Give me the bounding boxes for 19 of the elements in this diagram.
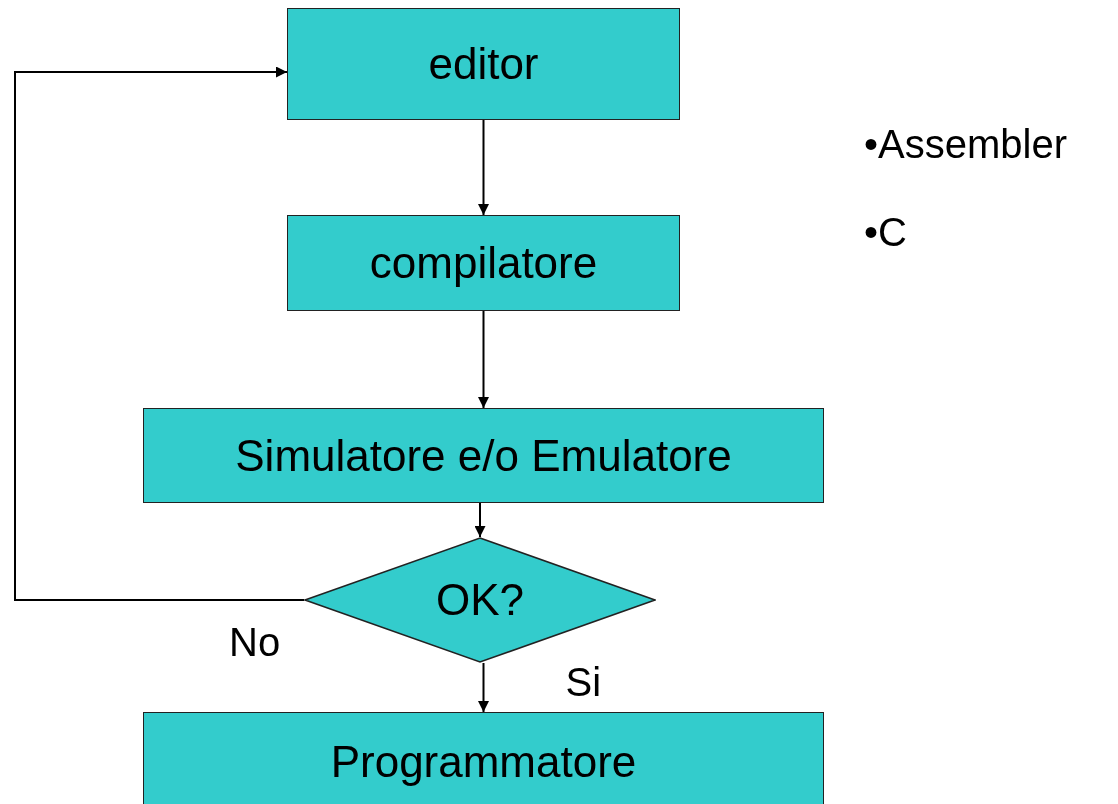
arrow — [474, 502, 486, 538]
arrow — [14, 66, 305, 601]
process-box — [287, 215, 680, 311]
box-label: Simulatore e/o Emulatore — [235, 430, 732, 481]
bullet-item: •Assembler — [864, 122, 1067, 167]
box-label: OK? — [435, 575, 524, 625]
bullet-item: •C — [864, 210, 907, 255]
edge-label: No — [229, 620, 281, 665]
process-box — [287, 8, 680, 120]
decision-diamond — [304, 537, 656, 663]
box-label: compilatore — [369, 238, 598, 288]
box-label: Programmatore — [330, 737, 637, 787]
process-box — [143, 712, 824, 804]
process-box — [143, 408, 824, 503]
arrow — [478, 119, 489, 216]
arrow — [478, 662, 489, 713]
box-label: editor — [428, 39, 539, 89]
edge-label: Si — [565, 659, 602, 705]
arrow — [478, 310, 489, 409]
